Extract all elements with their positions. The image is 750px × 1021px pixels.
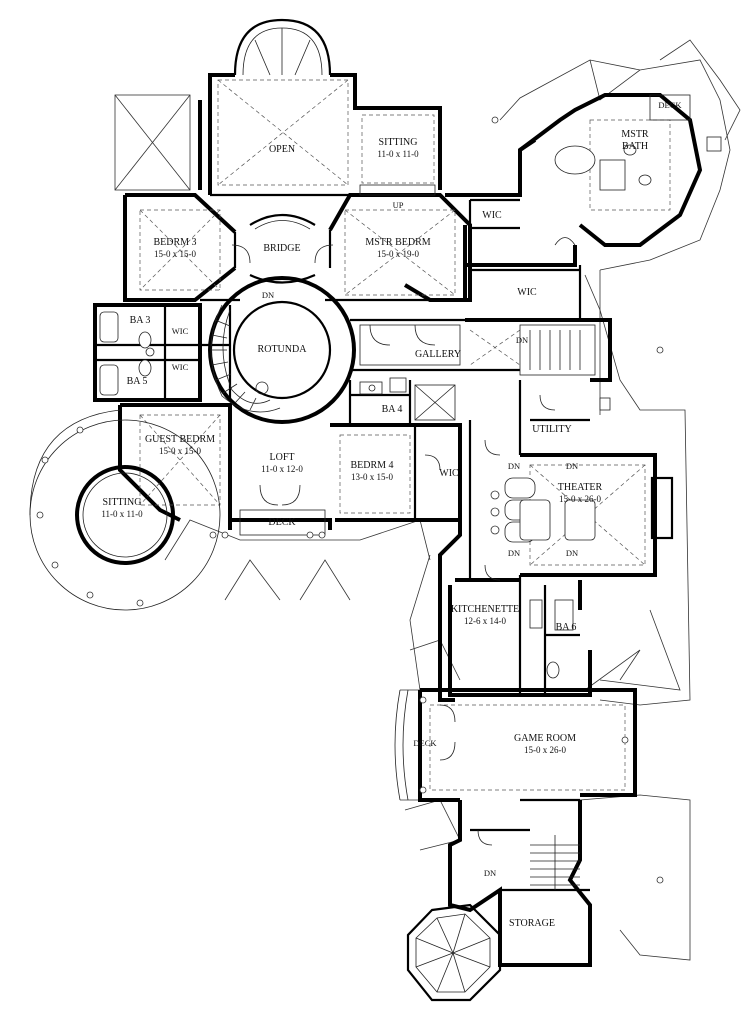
fixtures xyxy=(99,144,652,679)
bridge xyxy=(249,214,316,284)
mstr-bedrm-size: 15-0 x 19-0 xyxy=(377,249,419,259)
guest-bedrm-label: GUEST BEDRM xyxy=(145,434,215,445)
guest-sitting-area xyxy=(29,409,221,611)
bedrm3-label: BEDRM 3 xyxy=(153,237,196,248)
game-room-label: GAME ROOM xyxy=(514,733,576,744)
posts xyxy=(209,116,664,884)
stair-dn-label: DN xyxy=(484,868,496,878)
wic-ba5-label: WIC xyxy=(172,362,189,372)
doors xyxy=(231,237,576,846)
wic-ba3-label: WIC xyxy=(172,326,189,336)
mstr-bath-label: MSTR xyxy=(621,129,649,140)
ba4-label: BA 4 xyxy=(382,404,403,415)
deck-game-label: DECK xyxy=(413,738,437,748)
room-sitting-upper-size: 11-0 x 11-0 xyxy=(377,149,419,159)
rotunda-label: ROTUNDA xyxy=(258,344,308,355)
stairs xyxy=(359,184,580,890)
tower xyxy=(406,903,502,1002)
loft-label: LOFT xyxy=(270,452,295,463)
decks xyxy=(239,94,722,801)
theater-label: THEATER xyxy=(558,482,603,493)
ba6-label: BA 6 xyxy=(556,622,577,633)
mstr-bedrm-label: MSTR BEDRM xyxy=(365,237,430,248)
theater-dn-3: DN xyxy=(508,548,520,558)
room-labels: OPEN SITTING 11-0 x 11-0 UP DECK MSTR BA… xyxy=(101,100,682,929)
interior-walls xyxy=(163,193,590,892)
storage-label: STORAGE xyxy=(509,918,555,929)
bedrm4-label: BEDRM 4 xyxy=(350,460,393,471)
room-open-label: OPEN xyxy=(269,144,295,155)
gallery-area xyxy=(359,324,596,376)
theater-dn-2: DN xyxy=(566,461,578,471)
bedrm4-size: 13-0 x 15-0 xyxy=(351,472,393,482)
rotunda-dn-label: DN xyxy=(262,290,274,300)
bedrm3-size: 15-0 x 15-0 xyxy=(154,249,196,259)
mstr-bath-label-2: BATH xyxy=(622,141,648,152)
kitchenette-size: 12-6 x 14-0 xyxy=(464,616,506,626)
gallery-dn-label: DN xyxy=(516,335,528,345)
wic-master-label: WIC xyxy=(482,210,502,221)
theater-size: 15-0 x 26-0 xyxy=(559,494,601,504)
wic-bedrm4-label: WIC xyxy=(439,468,459,479)
bridge-label: BRIDGE xyxy=(263,243,300,254)
guest-bedrm-size: 15-0 x 15-0 xyxy=(159,446,201,456)
room-sitting-upper-label: SITTING xyxy=(379,137,418,148)
open-apse xyxy=(233,18,332,76)
loft-size: 11-0 x 12-0 xyxy=(261,464,303,474)
theater-seating xyxy=(490,477,596,543)
wic-large-label: WIC xyxy=(517,287,537,298)
utility-label: UTILITY xyxy=(532,424,571,435)
deck-master-label: DECK xyxy=(658,100,682,110)
exterior-walls xyxy=(75,73,703,967)
up-label: UP xyxy=(393,200,404,210)
theater-dn-4: DN xyxy=(566,548,578,558)
deck-loft-label: DECK xyxy=(268,517,296,528)
rotunda xyxy=(208,276,356,424)
theater-dn-1: DN xyxy=(508,461,520,471)
sitting-guest-size: 11-0 x 11-0 xyxy=(101,509,143,519)
ba3-label: BA 3 xyxy=(130,315,151,326)
game-room-size: 15-0 x 26-0 xyxy=(524,745,566,755)
ba5-label: BA 5 xyxy=(127,376,148,387)
gallery-label: GALLERY xyxy=(415,349,461,360)
kitchenette-label: KITCHENETTE xyxy=(451,604,519,615)
sitting-guest-label: SITTING xyxy=(103,497,142,508)
